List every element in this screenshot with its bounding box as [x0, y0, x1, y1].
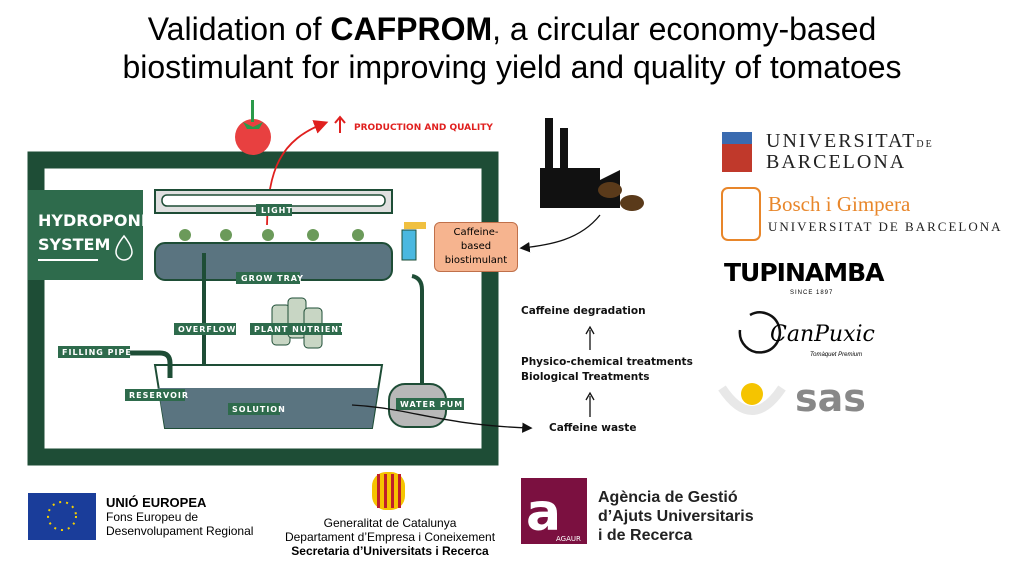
- generalitat-line-2: Departament d’Empresa i Coneixement: [284, 530, 496, 544]
- sas-logo-icon: [741, 383, 763, 405]
- title-line-2: biostimulant for improving yield and qua…: [122, 49, 902, 85]
- production-label: PRODUCTION AND QUALITY: [354, 123, 493, 133]
- generalitat-emblem-icon: [372, 472, 405, 510]
- eu-line-2: Fons Europeu de: [106, 510, 199, 524]
- eu-title: UNIÓ EUROPEA: [106, 495, 207, 510]
- bosch-logo-line-1: Bosch i Gimpera: [768, 192, 911, 216]
- solution-label: SOLUTION: [232, 405, 286, 414]
- overflow-label: OVERFLOW: [178, 325, 236, 334]
- waste-arrow: [351, 404, 533, 433]
- canpuxic-logo-icon: [738, 311, 782, 354]
- biostimulant-text: Caffeine-: [453, 227, 499, 238]
- filling-pipe-label: FILLING PIPE: [62, 348, 132, 357]
- agaur-short: AGAUR: [556, 535, 581, 543]
- title-text: Validation of: [147, 11, 331, 47]
- arrow-up-icon: [585, 391, 595, 417]
- ub-de: DE: [916, 139, 934, 150]
- system-label-box: [28, 190, 143, 280]
- physico-chemical-treatments: Physico-chemical treatments: [521, 356, 693, 368]
- agaur-line-1: Agència de Gestió: [598, 489, 738, 506]
- agaur-line-3: i de Recerca: [598, 527, 693, 544]
- eu-flag-icon: [28, 493, 96, 540]
- generalitat-line-1: Generalitat de Catalunya: [323, 516, 457, 530]
- pump-pipe: [411, 274, 424, 384]
- ub-logo-line-1: UNIVERSITATDE: [766, 130, 934, 153]
- arrow-up-icon: [585, 325, 595, 350]
- water-drop-icon: [115, 234, 133, 261]
- caffeine-waste: Caffeine waste: [549, 422, 637, 434]
- factory-arrow: [519, 214, 601, 253]
- water-pump-label: WATER PUMP: [400, 400, 470, 409]
- seedlings: [179, 229, 364, 241]
- eu-line-3: Desenvolupament Regional: [106, 524, 254, 538]
- up-arrow-icon: [334, 115, 346, 133]
- tupinamba-sub: SINCE 1897: [790, 290, 834, 296]
- tupinamba-logo: TUPINAMBA: [724, 258, 885, 287]
- svg-text:a: a: [526, 483, 561, 543]
- generalitat-line-3: Secretaria d’Universitats i Recerca: [291, 544, 489, 558]
- biostimulant-text: biostimulant: [444, 255, 508, 266]
- biostimulant-text: based: [460, 241, 492, 252]
- sas-logo: sas: [795, 376, 866, 420]
- tomato-icon: [235, 119, 271, 155]
- title-line-1: Validation of CAFPROM, a circular econom…: [0, 10, 1024, 48]
- plant-nutrients-label: PLANT NUTRIENTS: [254, 325, 352, 334]
- agaur-logo: [521, 478, 587, 544]
- ub-text: UNIVERSITAT: [766, 130, 917, 152]
- reservoir-label: RESERVOIR: [129, 391, 189, 400]
- biostimulant-box: Caffeine- based biostimulant: [434, 222, 518, 272]
- grow-tray-label: GROW TRAY: [241, 274, 304, 283]
- coffee-beans-icon: [598, 182, 644, 211]
- bosch-logo-line-2: UNIVERSITAT DE BARCELONA: [768, 219, 1003, 234]
- light-label: LIGHT: [261, 206, 293, 215]
- factory-icon: [540, 118, 620, 208]
- spray-bottle-icon: [401, 229, 417, 261]
- title-bold: CAFPROM: [330, 11, 493, 47]
- title-text: , a circular economy-based: [492, 11, 877, 47]
- filling-pipe: [130, 350, 173, 378]
- agaur-line-2: d’Ajuts Universitaris: [598, 508, 754, 525]
- system-label-2: SYSTEM: [38, 235, 110, 254]
- caffeine-degradation: Caffeine degradation: [521, 305, 646, 317]
- canpuxic-sub: Tomàquet Premium: [810, 352, 863, 358]
- biological-treatments: Biological Treatments: [521, 371, 650, 383]
- ub-logo-line-2: BARCELONA: [766, 151, 907, 173]
- bosch-logo-icon: [721, 187, 761, 241]
- canpuxic-logo: CanPuxic: [770, 322, 875, 347]
- system-label-1: HYDROPONIC: [38, 211, 159, 230]
